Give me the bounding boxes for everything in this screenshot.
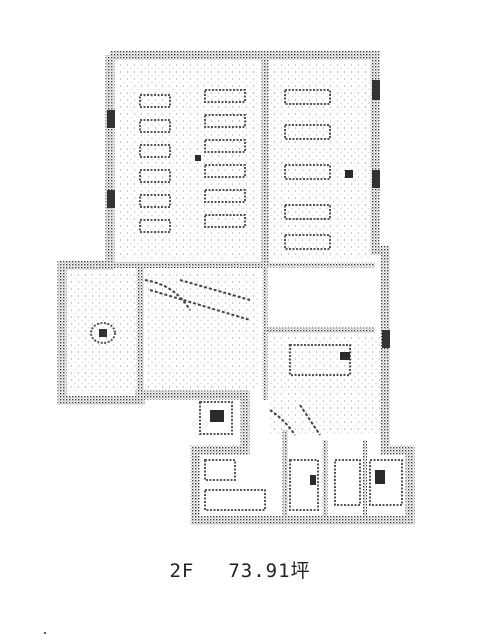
office-desks-left (139, 89, 246, 233)
meeting-table (90, 322, 116, 344)
door-swings (144, 279, 321, 436)
area-label: 73.91坪 (228, 560, 311, 582)
floor-plan-drawing (57, 50, 415, 525)
floor-caption: 2F 73.91坪 (0, 556, 480, 583)
office-desks-right (284, 89, 331, 250)
outer-walls (57, 50, 415, 525)
floor-label: 2F (169, 560, 195, 582)
scan-artifact (44, 632, 46, 634)
windows (107, 80, 390, 348)
floor-plan (57, 50, 415, 525)
details (195, 155, 385, 485)
